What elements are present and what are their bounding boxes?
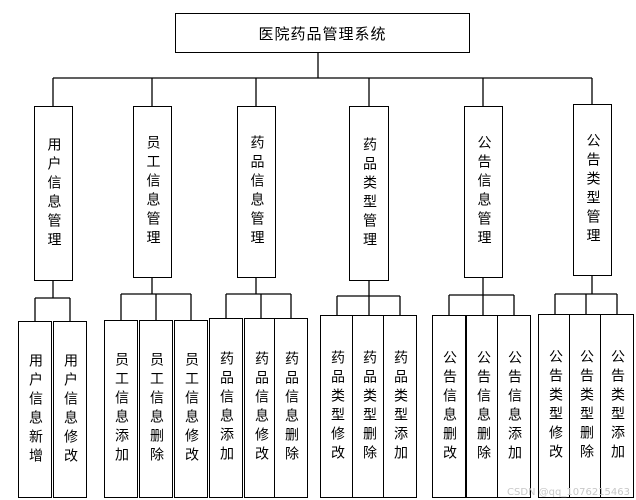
module-box-notice-type: 公告类型管理 bbox=[573, 104, 612, 276]
module-label: 公告类型管理 bbox=[584, 133, 601, 247]
leaf-box: 公告信息删除 bbox=[466, 315, 500, 498]
leaf-box: 药品信息删除 bbox=[274, 318, 308, 498]
leaf-label: 药品信息修改 bbox=[253, 351, 269, 465]
leaf-box: 公告信息添加 bbox=[497, 315, 531, 498]
module-box-notice-info: 公告信息管理 bbox=[464, 106, 503, 278]
root-box: 医院药品管理系统 bbox=[175, 13, 470, 53]
leaf-label: 公告信息删除 bbox=[475, 349, 491, 464]
leaf-label: 药品类型添加 bbox=[392, 349, 408, 464]
leaf-box: 药品类型删除 bbox=[352, 315, 386, 498]
module-box-staff-info: 员工信息管理 bbox=[133, 106, 172, 278]
leaf-box: 公告类型添加 bbox=[600, 314, 634, 498]
module-label: 员工信息管理 bbox=[144, 135, 161, 249]
leaf-box: 员工信息修改 bbox=[174, 320, 208, 498]
leaf-label: 药品类型修改 bbox=[329, 349, 345, 464]
module-box-drug-info: 药品信息管理 bbox=[237, 106, 276, 278]
leaf-label: 用户信息修改 bbox=[62, 352, 78, 467]
module-label: 药品类型管理 bbox=[361, 136, 377, 251]
leaf-label: 用户信息新增 bbox=[27, 352, 43, 467]
leaf-label: 公告类型添加 bbox=[609, 349, 625, 463]
leaf-label: 药品信息删除 bbox=[283, 351, 299, 465]
module-label: 公告信息管理 bbox=[475, 135, 492, 249]
leaf-label: 药品信息添加 bbox=[218, 351, 234, 465]
leaf-box: 药品类型修改 bbox=[320, 315, 354, 498]
leaf-label: 员工信息添加 bbox=[113, 352, 129, 466]
leaf-box: 用户信息修改 bbox=[53, 321, 87, 498]
leaf-box: 公告类型删除 bbox=[569, 314, 603, 498]
leaf-label: 公告类型修改 bbox=[547, 349, 563, 463]
leaf-label: 员工信息删除 bbox=[148, 352, 164, 466]
leaf-label: 员工信息修改 bbox=[183, 352, 199, 466]
leaf-box: 药品类型添加 bbox=[383, 315, 417, 498]
module-box-drug-type: 药品类型管理 bbox=[349, 106, 389, 281]
leaf-box: 员工信息删除 bbox=[139, 320, 173, 498]
module-box-user-info: 用户信息管理 bbox=[34, 106, 73, 281]
root-label: 医院药品管理系统 bbox=[258, 24, 387, 43]
leaf-box: 公告类型修改 bbox=[538, 314, 572, 498]
leaf-label: 公告类型删除 bbox=[578, 349, 594, 463]
leaf-box: 员工信息添加 bbox=[104, 320, 138, 498]
module-label: 用户信息管理 bbox=[45, 136, 62, 251]
leaf-label: 药品类型删除 bbox=[361, 349, 377, 464]
leaf-box: 用户信息新增 bbox=[18, 321, 52, 498]
leaf-box: 药品信息修改 bbox=[244, 318, 278, 498]
leaf-box: 药品信息添加 bbox=[209, 318, 243, 498]
leaf-label: 公告信息删改 bbox=[441, 349, 457, 464]
leaf-label: 公告信息添加 bbox=[506, 349, 522, 464]
leaf-box: 公告信息删改 bbox=[432, 315, 466, 498]
module-label: 药品信息管理 bbox=[248, 135, 265, 249]
watermark: CSDN @qq_1076215463 bbox=[506, 487, 630, 498]
